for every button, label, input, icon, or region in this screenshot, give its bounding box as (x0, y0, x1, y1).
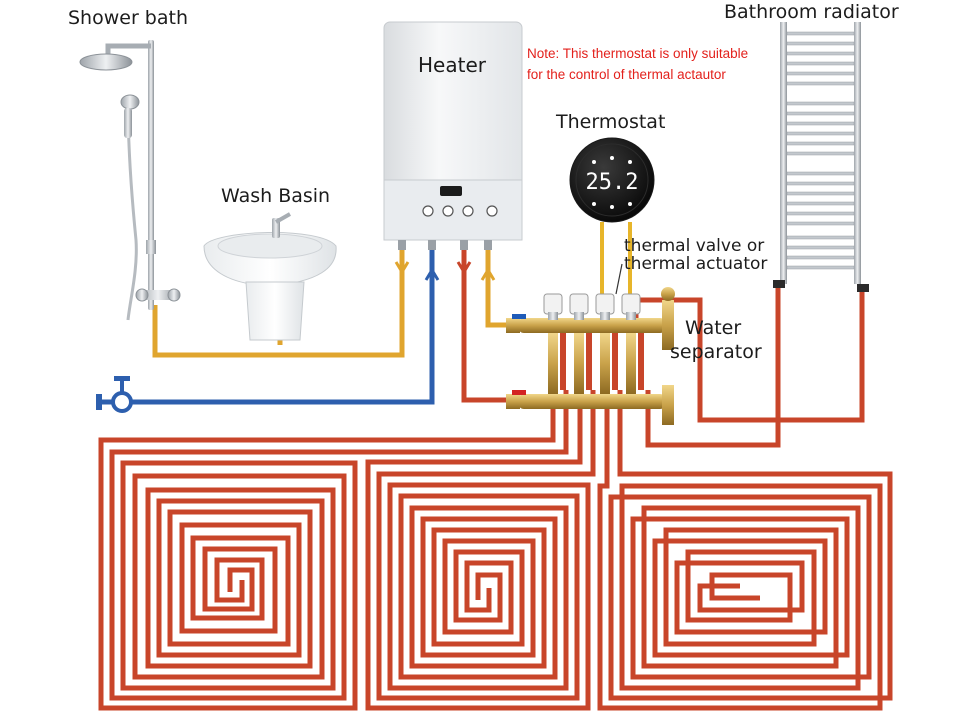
loop-middle-outer (365, 390, 591, 711)
loop-middle-return (376, 390, 596, 701)
actuator-pointer-line (615, 263, 623, 295)
thermostat-display-text: 25.2 (586, 170, 639, 195)
thermostat-note-line1: Note: This thermostat is only suitable (527, 46, 749, 61)
domestic-pipes (100, 240, 520, 405)
flow-arrows (394, 261, 496, 281)
floor-heating-loop-middle (365, 390, 596, 711)
bathroom-radiator (773, 22, 869, 292)
thermostat-wires (600, 222, 632, 300)
shower-fixture (79, 40, 181, 321)
water-separator-label-line1: Water (685, 317, 742, 339)
heater-unit (383, 21, 523, 250)
thermal-valve-label-line2: thermal actuator (624, 254, 768, 274)
cold-water-tap (96, 376, 133, 413)
thermal-valve-label-line1: thermal valve or (624, 236, 765, 256)
heater-label: Heater (418, 53, 486, 77)
floor-heating-loop-right (597, 390, 893, 711)
shower-bath-label: Shower bath (68, 7, 189, 29)
loop-right-outer (597, 390, 883, 711)
floor-heating-loop-left (98, 390, 569, 711)
bathroom-radiator-label: Bathroom radiator (724, 1, 899, 23)
loop-right-return (608, 390, 893, 701)
loop-left-return (109, 390, 569, 701)
thermostat-note-line2: for the control of thermal actautor (527, 67, 726, 82)
wash-basin-label: Wash Basin (221, 185, 331, 207)
manifold (506, 287, 675, 425)
loop-left-outer (98, 390, 556, 711)
manifold-ball-valves (506, 314, 526, 409)
thermostat-label: Thermostat (556, 111, 666, 133)
wash-basin-fixture (203, 212, 337, 341)
thermostat-device: 25.2 (569, 137, 655, 223)
water-separator-label-line2: separator (670, 341, 762, 363)
